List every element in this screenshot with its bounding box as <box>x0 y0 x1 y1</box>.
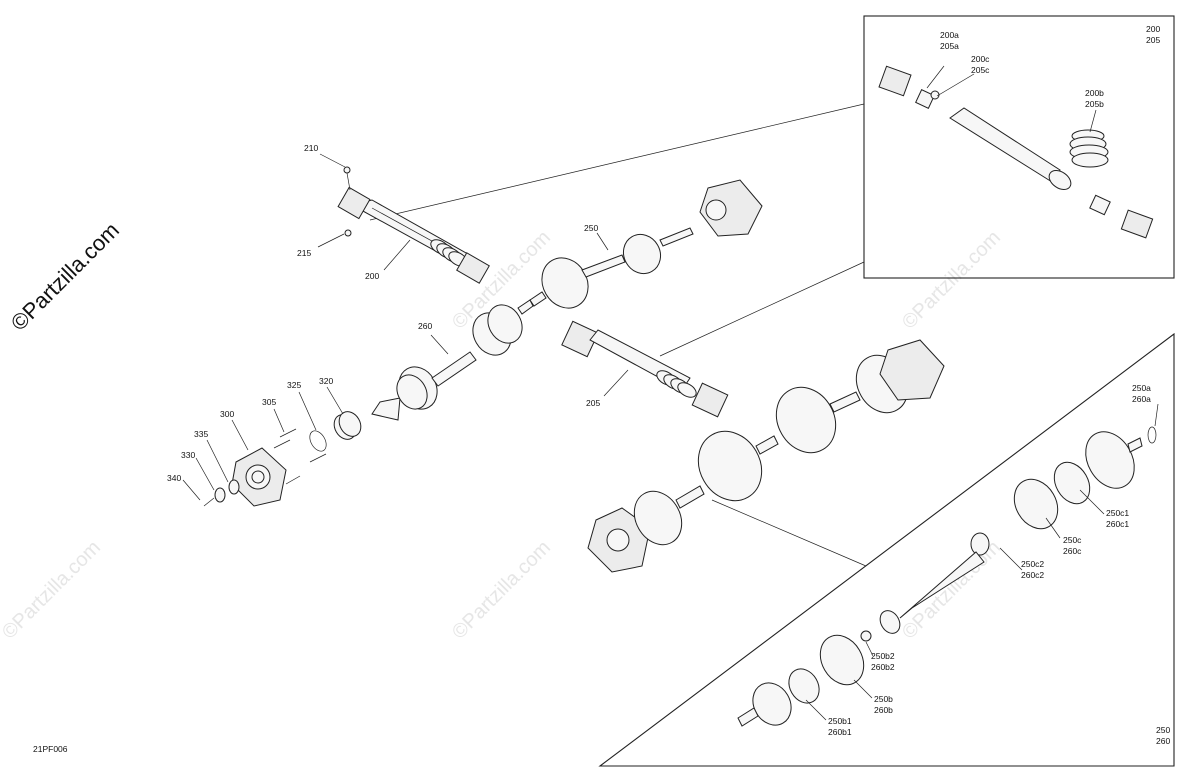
label-205a: 205a <box>940 41 959 51</box>
label-250c: 250c <box>1063 535 1082 545</box>
label-260a: 260a <box>1132 394 1151 404</box>
label-260b2: 260b2 <box>871 662 895 672</box>
label-330: 330 <box>181 450 195 460</box>
label-205: 205 <box>586 398 600 408</box>
label-205c: 205c <box>971 65 990 75</box>
inset-driveshaft-labels: 200 205 200a 205a 200c 205c 200b 205b <box>940 24 1160 109</box>
axle-250 <box>529 179 763 309</box>
label-260c1: 260c1 <box>1106 519 1129 529</box>
inset2-corner-label-b: 260 <box>1156 736 1170 746</box>
label-300: 300 <box>220 409 234 419</box>
inset-connector-line <box>369 103 865 221</box>
driveshaft-200 <box>337 166 490 284</box>
leader-lines <box>182 65 1159 721</box>
inset1-corner-label-a: 200 <box>1146 24 1160 34</box>
watermarks: ©Partzilla.com ©Partzilla.com ©Partzilla… <box>0 227 1005 644</box>
label-260: 260 <box>418 321 432 331</box>
label-215: 215 <box>297 248 311 258</box>
axle-260 <box>371 299 534 421</box>
watermark-faint: ©Partzilla.com <box>898 537 1005 644</box>
label-260c2: 260c2 <box>1021 570 1044 580</box>
inset-driveshaft-parts <box>878 65 1154 239</box>
partzilla-watermark: ©Partzilla.com <box>6 217 124 335</box>
label-250b1: 250b1 <box>828 716 852 726</box>
diagram-code: 21PF006 <box>33 744 68 754</box>
part-labels: 210 215 200 260 250 205 325 320 305 300 … <box>33 143 600 754</box>
label-200: 200 <box>365 271 379 281</box>
label-200b: 200b <box>1085 88 1104 98</box>
label-305: 305 <box>262 397 276 407</box>
label-260b: 260b <box>874 705 893 715</box>
inset-axle-parts <box>737 426 1157 727</box>
axle-assembly-large <box>587 339 945 573</box>
inset-connector-line <box>659 261 865 357</box>
inset1-corner-label-b: 205 <box>1146 35 1160 45</box>
label-200c: 200c <box>971 54 990 64</box>
driveshaft-205 <box>561 320 729 418</box>
inset-axle-labels: 250 260 250a 260a 250c1 260c1 250c 260c … <box>828 383 1170 746</box>
label-250c1: 250c1 <box>1106 508 1129 518</box>
label-250b2: 250b2 <box>871 651 895 661</box>
label-250c2: 250c2 <box>1021 559 1044 569</box>
label-260c: 260c <box>1063 546 1082 556</box>
label-260b1: 260b1 <box>828 727 852 737</box>
label-205b: 205b <box>1085 99 1104 109</box>
label-340: 340 <box>167 473 181 483</box>
watermark-faint: ©Partzilla.com <box>448 537 555 644</box>
watermark-faint: ©Partzilla.com <box>898 227 1005 334</box>
label-335: 335 <box>194 429 208 439</box>
label-210: 210 <box>304 143 318 153</box>
label-250: 250 <box>584 223 598 233</box>
hub-assembly <box>203 411 362 507</box>
inset-connector-line <box>711 499 867 567</box>
label-320: 320 <box>319 376 333 386</box>
inset2-corner-label-a: 250 <box>1156 725 1170 735</box>
label-200a: 200a <box>940 30 959 40</box>
label-250a: 250a <box>1132 383 1151 393</box>
label-250b: 250b <box>874 694 893 704</box>
watermark-faint: ©Partzilla.com <box>0 537 105 644</box>
inset-frame-axle <box>598 332 1175 767</box>
label-325: 325 <box>287 380 301 390</box>
inset-frame-driveshaft <box>863 15 1175 279</box>
